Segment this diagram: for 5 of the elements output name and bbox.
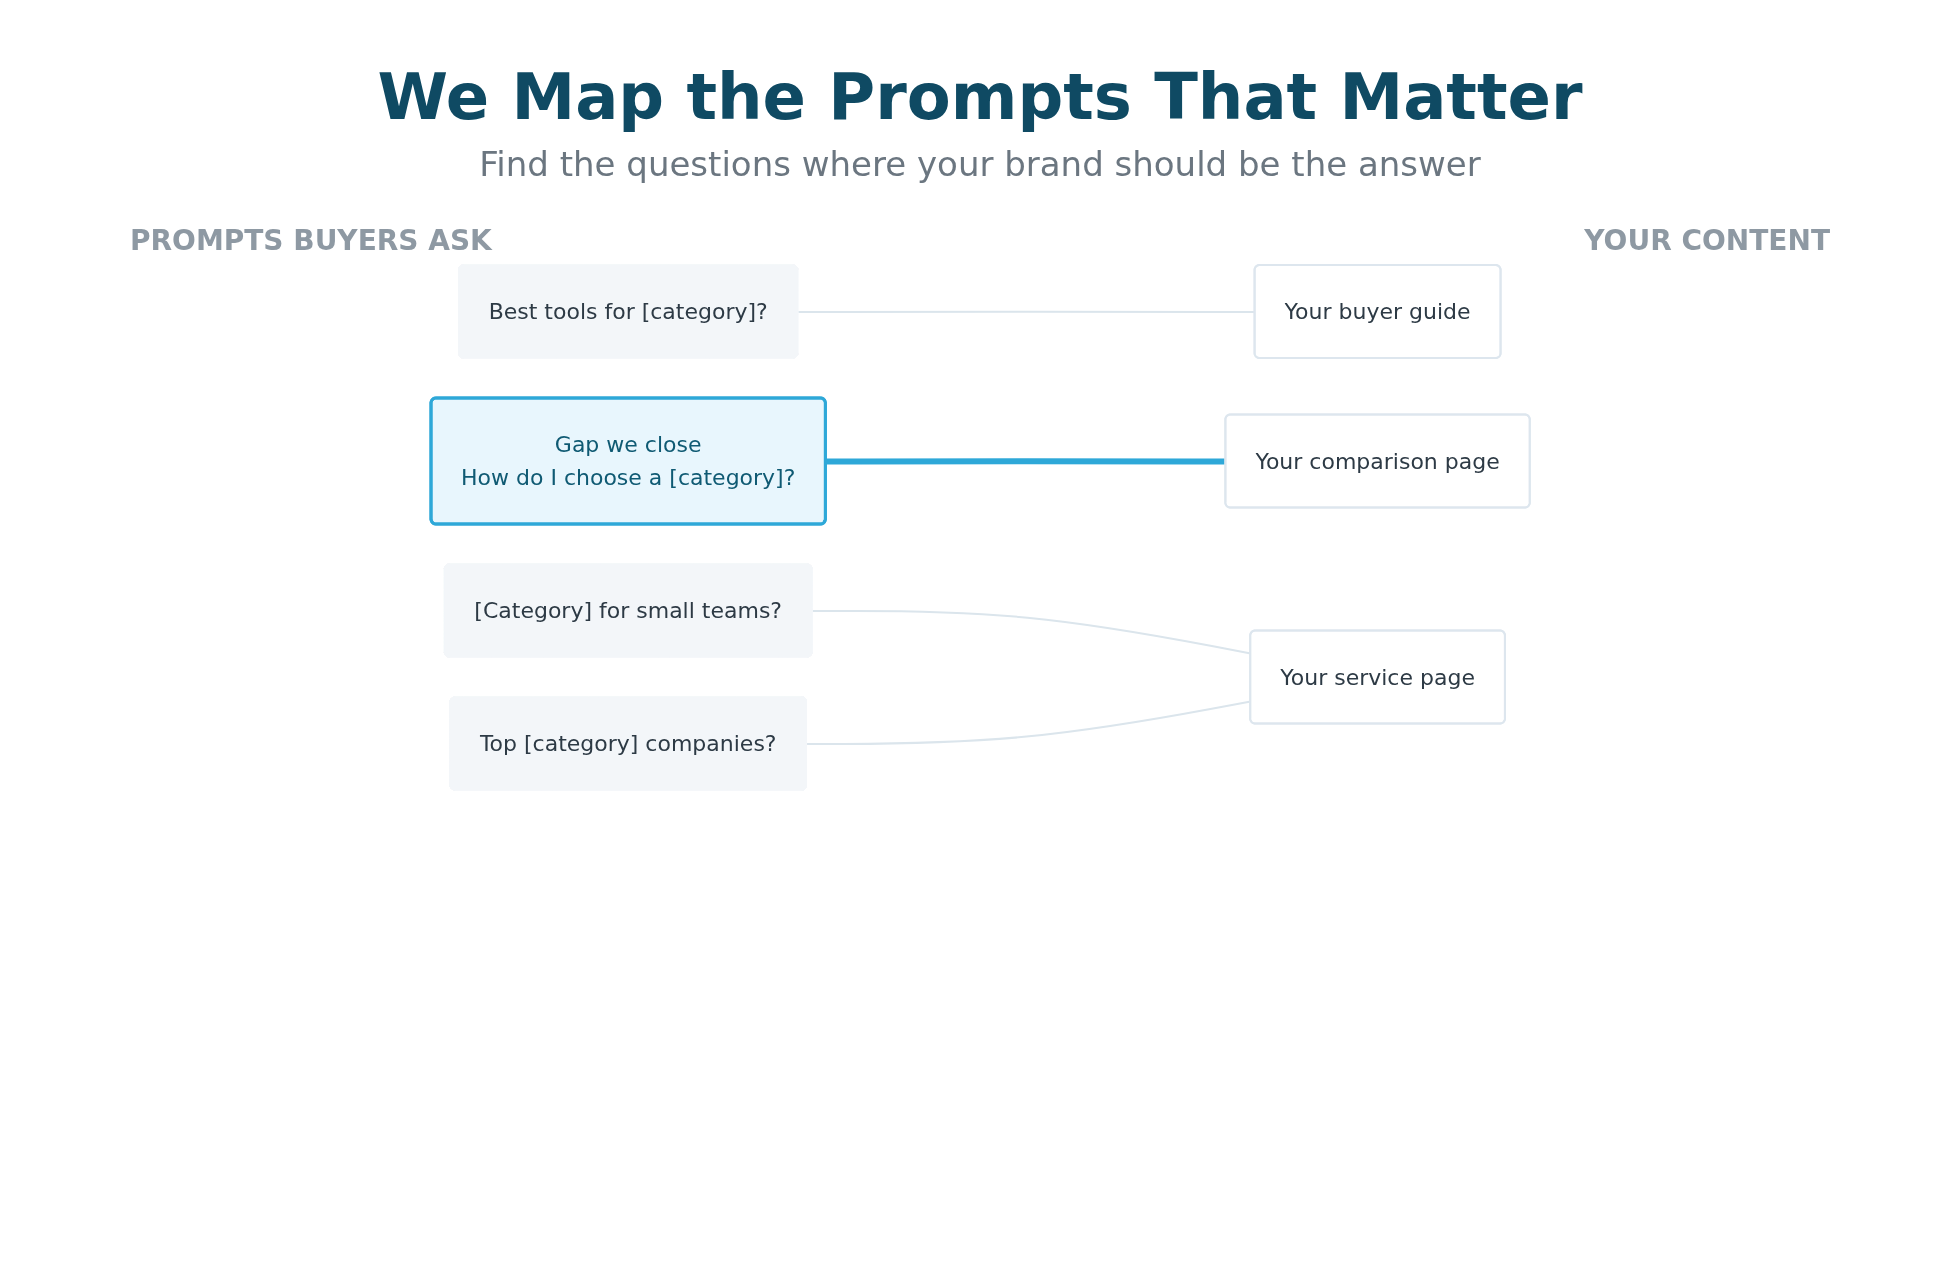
title: We Map the Prompts That Matter <box>377 60 1583 134</box>
subtitle: Find the questions where your brand should be the answer <box>479 144 1481 184</box>
column-heading: PROMPTS BUYERS ASK <box>130 224 492 257</box>
column-heading: YOUR CONTENT <box>1584 224 1830 257</box>
connector <box>825 458 1226 465</box>
